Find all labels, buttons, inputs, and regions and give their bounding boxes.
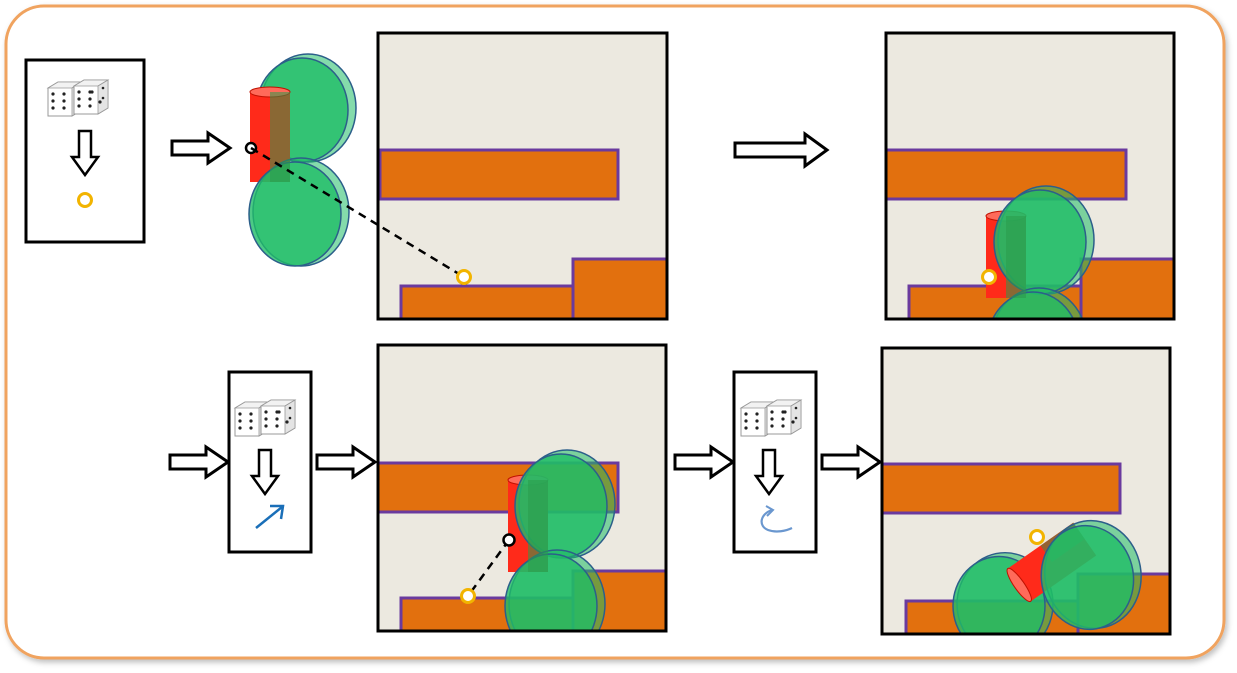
sampler-box-1 <box>24 58 146 244</box>
scene-panel-3 <box>376 343 668 633</box>
target-point-icon <box>77 192 93 208</box>
gripper-placed <box>985 185 1095 319</box>
gripper-final <box>952 512 1151 634</box>
scene-panel-4 <box>880 346 1172 636</box>
scene-panel-1 <box>376 31 669 321</box>
target-point-icon <box>981 269 997 285</box>
sampler-box-2 <box>227 370 313 554</box>
gripper-rotated <box>504 449 616 631</box>
gripper-model <box>244 53 357 267</box>
sampler-box-3 <box>732 370 818 554</box>
target-point-icon <box>460 588 476 604</box>
dice-icon <box>235 400 295 436</box>
target-point-icon <box>456 269 472 285</box>
scene-panel-2 <box>884 31 1176 321</box>
target-point-icon <box>1029 529 1045 545</box>
direction-arrow-icon <box>255 504 285 529</box>
dice-icon <box>48 80 108 116</box>
rotation-icon <box>760 505 793 533</box>
projection-line <box>466 539 511 597</box>
grasp-point-icon <box>502 533 516 547</box>
dice-icon <box>741 400 801 436</box>
